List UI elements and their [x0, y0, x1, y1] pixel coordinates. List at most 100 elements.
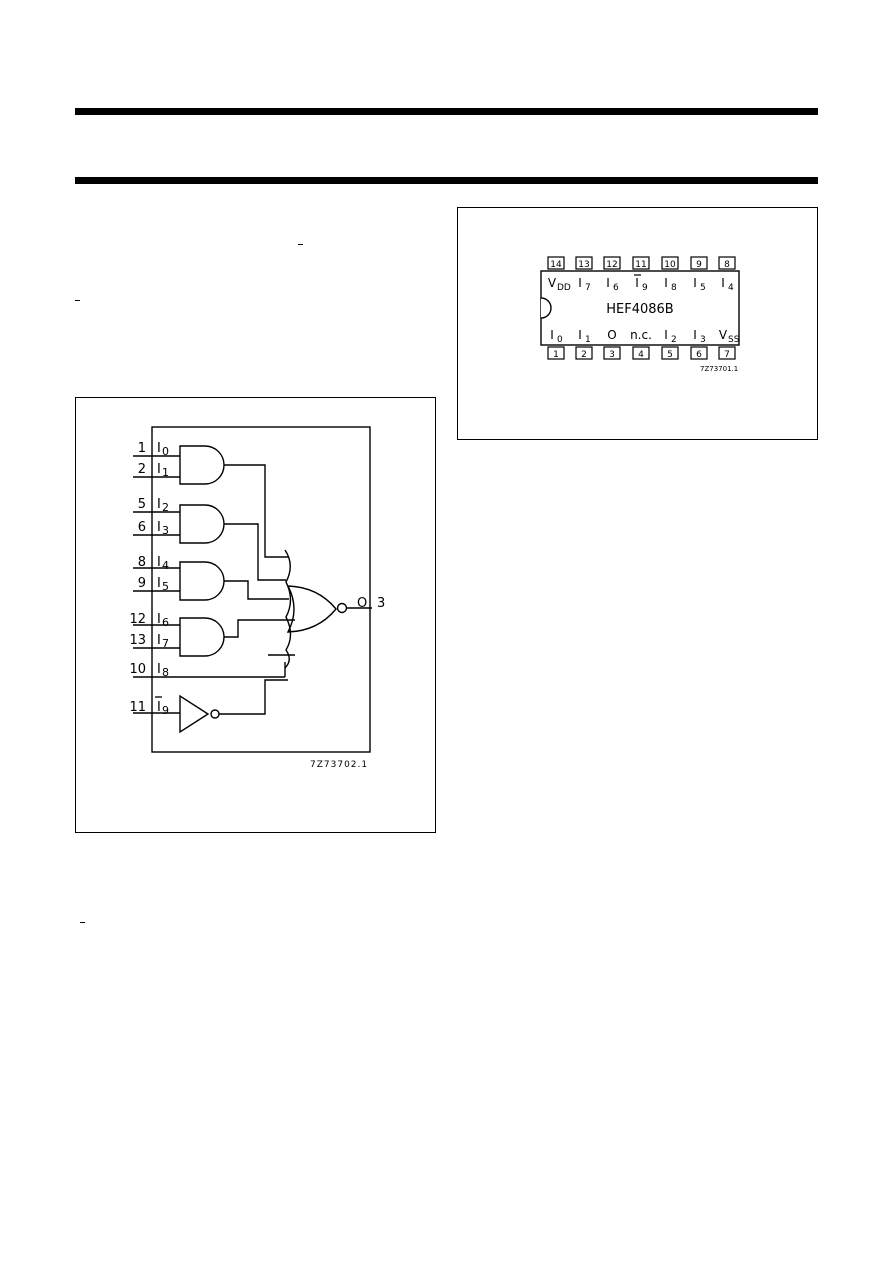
input-signal-subscript: 0 [162, 445, 169, 458]
pinning-diagram-code: 7Z73701.1 [700, 365, 738, 373]
ic-pin-signal-name: I [664, 276, 668, 290]
input-signal-name: I [157, 520, 161, 535]
input-pin-number: 10 [129, 662, 146, 677]
ic-pin-box [575, 346, 593, 360]
ic-pin-signal-subscript: 9 [642, 283, 648, 293]
ic-pin-signal-name: V [548, 276, 557, 290]
input-pin-number: 2 [138, 462, 146, 477]
ic-pin-number: 7 [724, 350, 730, 360]
ic-pin-box [603, 346, 621, 360]
input-signal-name: I [157, 441, 161, 456]
stray-mark [75, 300, 80, 301]
input-pin-number: 11 [129, 700, 146, 715]
input-signal-subscript: 7 [162, 637, 169, 650]
input-signal-subscript: 6 [162, 616, 169, 629]
ic-pin-box [632, 256, 650, 270]
ic-pin-box [632, 346, 650, 360]
input-signal-name: I [157, 462, 161, 477]
ic-pin-signal-subscript: 7 [585, 283, 591, 293]
inverter-gate [179, 694, 210, 734]
stray-mark [298, 244, 303, 245]
ic-orientation-notch [540, 297, 552, 319]
ic-pin-number: 1 [553, 350, 559, 360]
ic-pin-signal-name: I [693, 276, 697, 290]
input-signal-subscript: 1 [162, 466, 169, 479]
input-signal-subscript: 2 [162, 501, 169, 514]
ic-pin-signal-subscript: 3 [700, 335, 706, 345]
input-signal-subscript: 3 [162, 524, 169, 537]
ic-pin-signal-name: I [578, 276, 582, 290]
output-pin-number: 3 [377, 596, 385, 611]
ic-pin-signal-name: I [606, 276, 610, 290]
ic-pin-signal-name: O [607, 328, 616, 342]
ic-pin-number: 4 [638, 350, 644, 360]
ic-pin-signal-subscript: 2 [671, 335, 677, 345]
ic-pin-box [547, 256, 565, 270]
ic-pin-number: 6 [696, 350, 702, 360]
input-pin-number: 1 [138, 441, 146, 456]
ic-pin-signal-subscript: 0 [557, 335, 563, 345]
inverter-bubble [210, 709, 220, 719]
ic-pin-number: 14 [550, 260, 562, 270]
chip-outline [151, 426, 371, 753]
ic-pin-number: 2 [581, 350, 587, 360]
input-signal-subscript: 8 [162, 666, 169, 679]
ic-pin-number: 5 [667, 350, 673, 360]
ic-part-number: HEF4086B [606, 302, 673, 317]
ic-pin-number: 10 [664, 260, 676, 270]
logic-diagram [133, 426, 372, 753]
input-pin-number: 8 [138, 555, 146, 570]
ic-pin-signal-name: I [693, 328, 697, 342]
ic-pin-signal-subscript: 5 [700, 283, 706, 293]
ic-pin-signal-name: I [635, 276, 639, 290]
input-pin-number: 9 [138, 576, 146, 591]
ic-pin-signal-subscript: 4 [728, 283, 734, 293]
input-signal-name: I [157, 662, 161, 677]
ic-pin-box [718, 256, 736, 270]
ic-pin-number: 8 [724, 260, 730, 270]
section-rule [75, 177, 818, 184]
and-gate [179, 504, 225, 544]
ic-pin-signal-name: I [721, 276, 725, 290]
ic-pin-signal-subscript: 8 [671, 283, 677, 293]
ic-pin-signal-name: I [550, 328, 554, 342]
ic-pin-signal-name: V [719, 328, 728, 342]
and-gate [179, 561, 225, 601]
logic-diagram-frame [75, 397, 436, 833]
ic-pin-number: 3 [609, 350, 615, 360]
ic-pin-box [661, 256, 679, 270]
ic-pin-number: 13 [578, 260, 589, 270]
ic-pin-box [547, 346, 565, 360]
and-gate [179, 445, 225, 485]
ic-pin-signal-subscript: SS [728, 335, 740, 345]
pinning-diagram-frame [457, 207, 818, 440]
and-gate [179, 617, 225, 657]
ic-pin-box [690, 346, 708, 360]
input-pin-number: 5 [138, 497, 146, 512]
input-signal-name: I [157, 576, 161, 591]
top-rule [75, 108, 818, 115]
input-signal-subscript: 5 [162, 580, 169, 593]
ic-pin-signal-name: n.c. [630, 328, 652, 342]
crossover-arc [284, 549, 292, 669]
ic-pin-signal-subscript: 6 [613, 283, 619, 293]
nor-bubble [336, 602, 348, 614]
ic-pin-box [603, 256, 621, 270]
output-name-label: O [357, 596, 367, 611]
ic-pin-signal-subscript: 1 [585, 335, 591, 345]
ic-pin-number: 11 [635, 260, 646, 270]
input-pin-number: 12 [129, 612, 146, 627]
ic-pin-number: 9 [696, 260, 702, 270]
input-signal-name: I [157, 612, 161, 627]
ic-pin-box [690, 256, 708, 270]
ic-pin-number: 12 [606, 260, 617, 270]
ic-pin-box [575, 256, 593, 270]
ic-pin-signal-subscript: DD [557, 283, 571, 293]
input-signal-subscript: 9 [162, 704, 169, 717]
stray-mark [80, 922, 85, 923]
ic-pin-signal-name: I [664, 328, 668, 342]
logic-output-labels: O 3 [357, 596, 385, 611]
